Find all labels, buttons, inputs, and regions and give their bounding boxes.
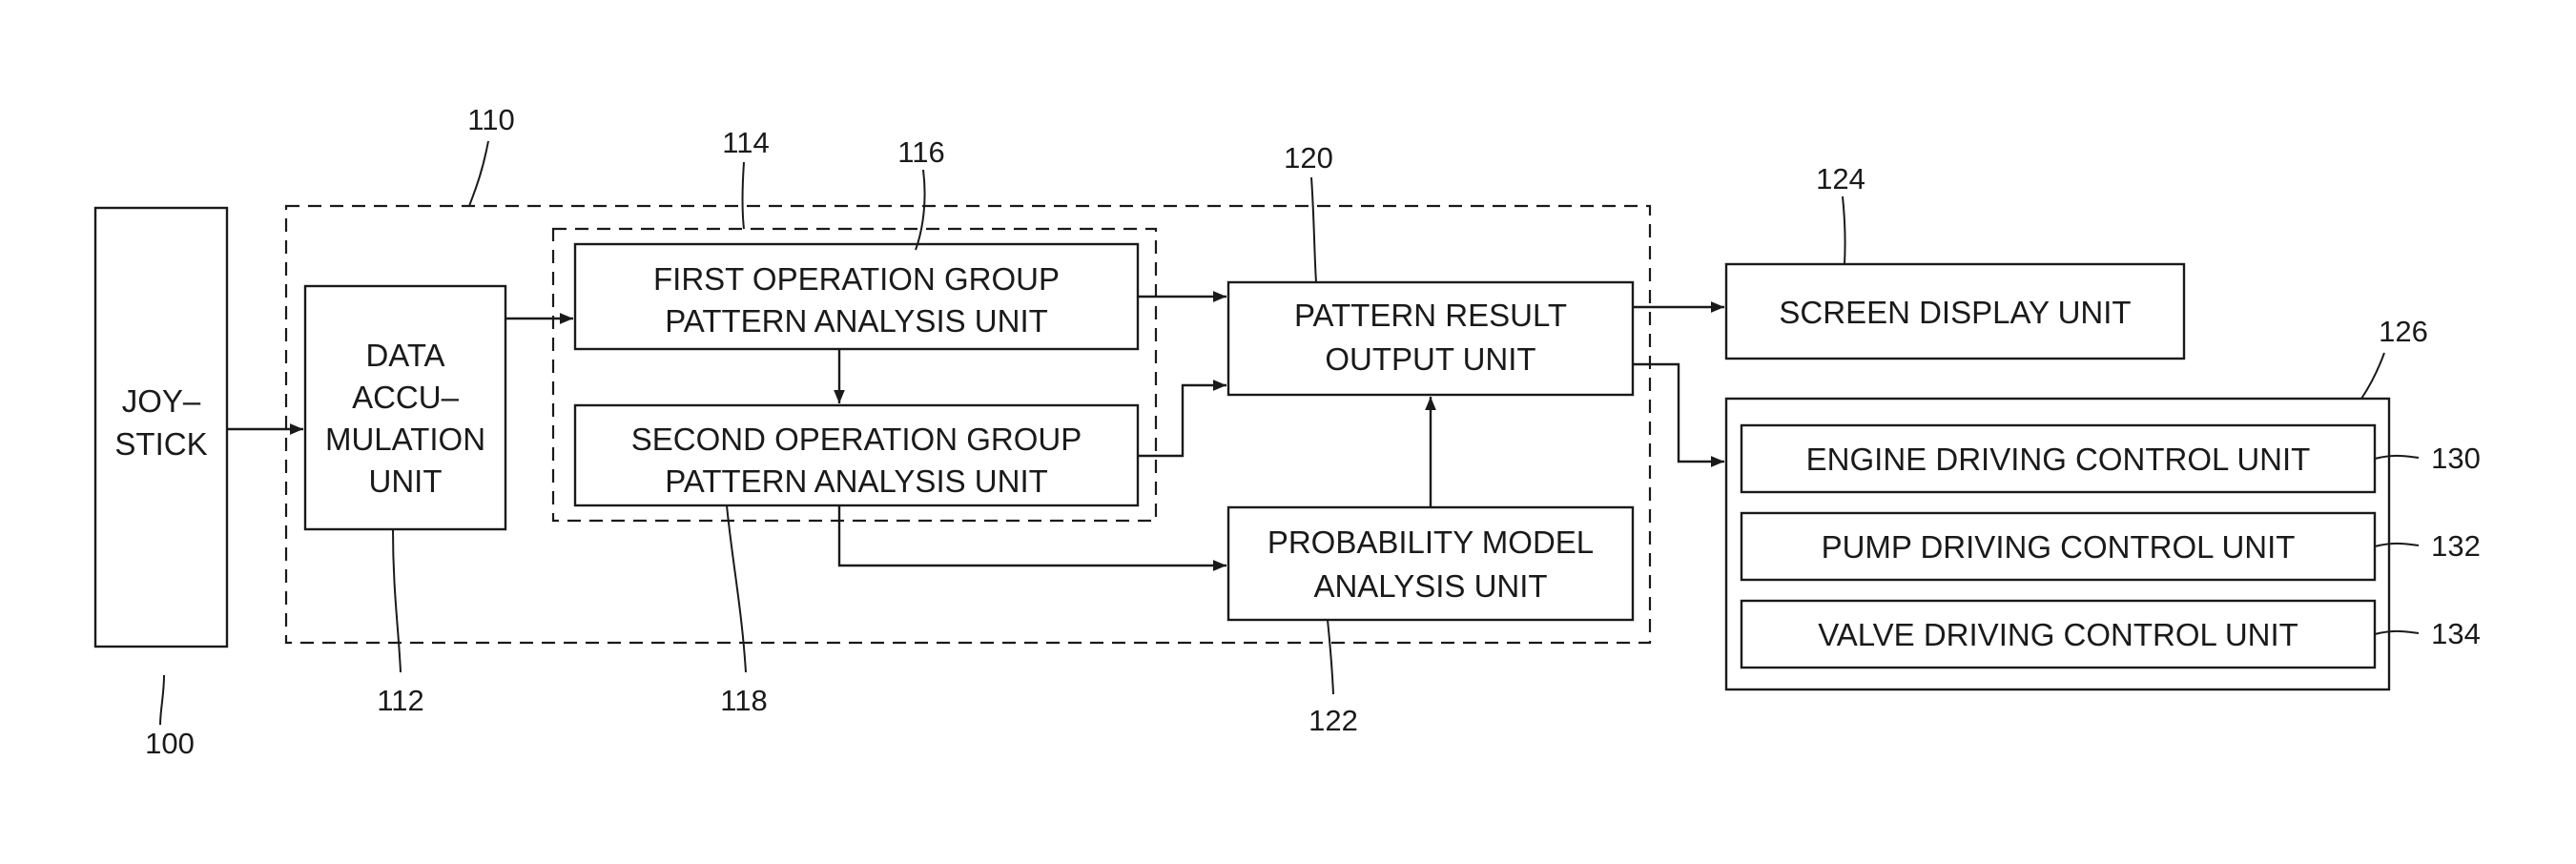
pump-control-block: PUMP DRIVING CONTROL UNIT — [1741, 513, 2375, 580]
pattern-to-drive-control-arrow — [1633, 364, 1724, 462]
leader-122 — [1328, 620, 1333, 694]
leader-126 — [2361, 353, 2384, 399]
data-unit-label-line2: ACCU– — [352, 380, 460, 415]
ref-100: 100 — [145, 727, 195, 760]
ref-114: 114 — [722, 126, 769, 159]
ref-116: 116 — [897, 135, 944, 169]
probability-label-line1: PROBABILITY MODEL — [1267, 525, 1594, 560]
leader-114 — [743, 162, 745, 229]
second-group-to-probability-arrow — [839, 505, 1226, 566]
pattern-result-block: PATTERN RESULT OUTPUT UNIT — [1228, 282, 1633, 395]
leader-124 — [1843, 196, 1845, 264]
second-group-to-pattern-arrow — [1138, 385, 1226, 456]
data-unit-label-line1: DATA — [365, 338, 444, 373]
second-group-label-line2: PATTERN ANALYSIS UNIT — [665, 463, 1048, 499]
leader-100 — [160, 675, 164, 725]
ref-132: 132 — [2431, 529, 2481, 563]
engine-control-label: ENGINE DRIVING CONTROL UNIT — [1806, 442, 2311, 477]
first-operation-group-block: FIRST OPERATION GROUP PATTERN ANALYSIS U… — [575, 244, 1138, 349]
ref-110: 110 — [467, 103, 514, 136]
joystick-block: JOY– STICK — [95, 208, 227, 647]
second-operation-group-block: SECOND OPERATION GROUP PATTERN ANALYSIS … — [575, 405, 1138, 505]
ref-120: 120 — [1284, 141, 1333, 175]
ref-124: 124 — [1816, 162, 1865, 195]
valve-control-label: VALVE DRIVING CONTROL UNIT — [1818, 617, 2298, 652]
ref-130: 130 — [2431, 442, 2481, 475]
first-group-label-line2: PATTERN ANALYSIS UNIT — [665, 303, 1048, 339]
engine-control-block: ENGINE DRIVING CONTROL UNIT — [1741, 425, 2375, 492]
data-unit-label-line3: MULATION — [325, 422, 485, 457]
leader-112 — [393, 529, 401, 672]
ref-126: 126 — [2379, 315, 2428, 348]
leader-120 — [1311, 177, 1316, 282]
data-accumulation-block: DATA ACCU– MULATION UNIT — [305, 286, 505, 529]
valve-control-block: VALVE DRIVING CONTROL UNIT — [1741, 601, 2375, 668]
probability-label-line2: ANALYSIS UNIT — [1313, 568, 1547, 604]
screen-display-block: SCREEN DISPLAY UNIT — [1726, 264, 2184, 359]
leader-110 — [469, 141, 488, 206]
ref-118: 118 — [720, 684, 767, 717]
pattern-result-label-line1: PATTERN RESULT — [1294, 298, 1567, 333]
pump-control-label: PUMP DRIVING CONTROL UNIT — [1822, 529, 2296, 565]
joystick-label-line2: STICK — [114, 426, 207, 462]
second-group-label-line1: SECOND OPERATION GROUP — [631, 422, 1082, 457]
pattern-result-label-line2: OUTPUT UNIT — [1325, 341, 1535, 377]
ref-112: 112 — [377, 684, 423, 717]
leader-116 — [916, 170, 925, 250]
ref-122: 122 — [1309, 704, 1358, 737]
data-unit-label-line4: UNIT — [369, 463, 443, 499]
ref-134: 134 — [2431, 617, 2481, 650]
joystick-label-line1: JOY– — [122, 383, 201, 419]
leader-118 — [727, 505, 746, 672]
screen-display-label: SCREEN DISPLAY UNIT — [1779, 295, 2131, 330]
probability-model-block: PROBABILITY MODEL ANALYSIS UNIT — [1228, 507, 1633, 620]
first-group-label-line1: FIRST OPERATION GROUP — [653, 261, 1060, 297]
